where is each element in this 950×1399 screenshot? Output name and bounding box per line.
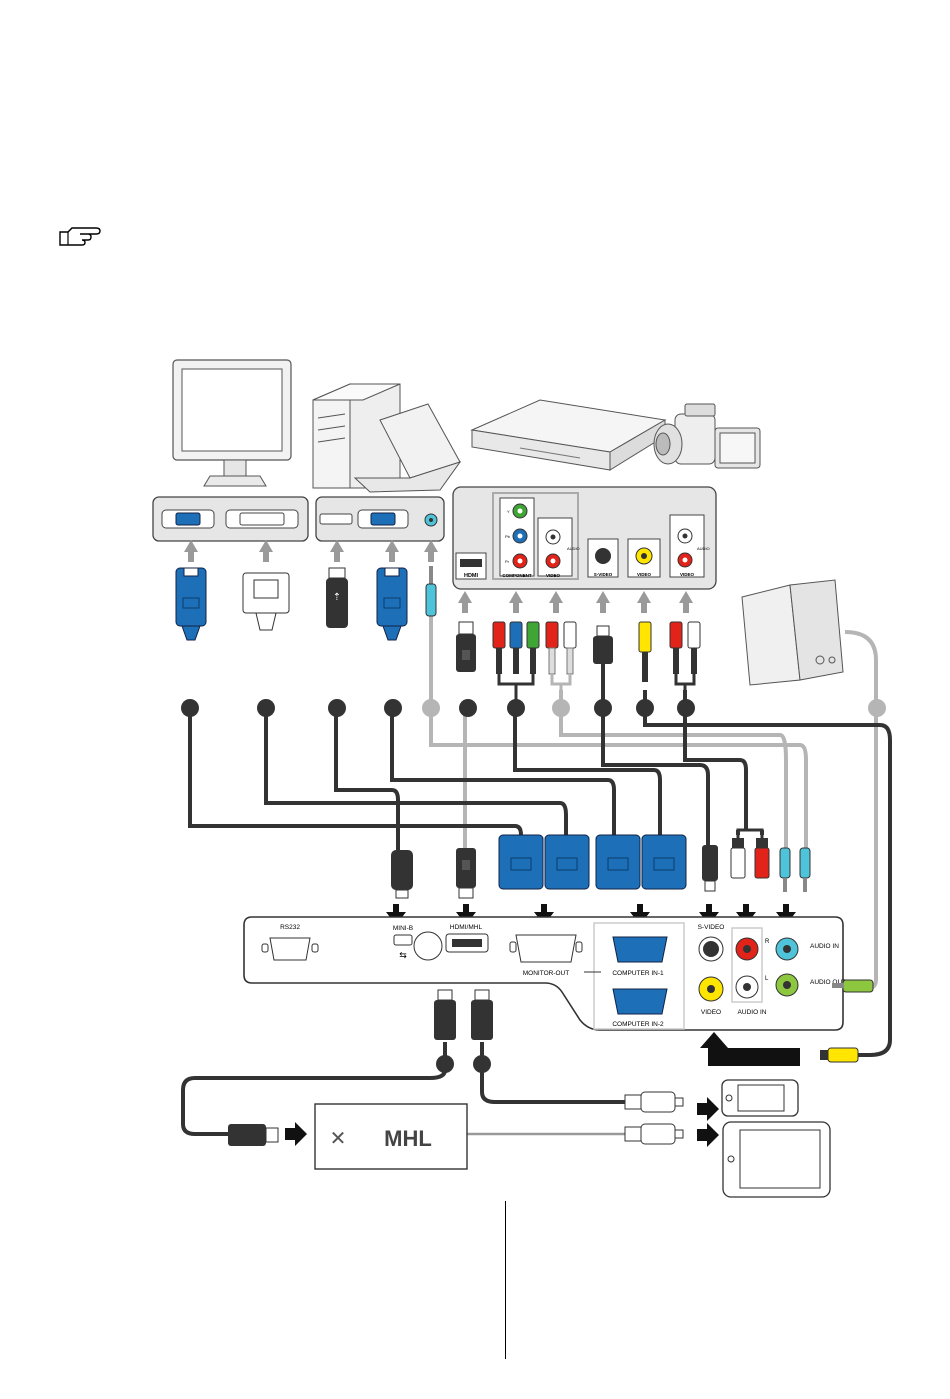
hdmi-plug-left <box>228 1124 278 1146</box>
dvi-connector <box>243 573 289 630</box>
src-video-label: VIDEO <box>546 573 561 578</box>
video-out-plug <box>820 1048 858 1062</box>
speakers-device <box>742 580 843 685</box>
vga-connector-computer <box>377 568 407 640</box>
mhl-adapter: ✕ MHL <box>315 1104 467 1169</box>
audio-in-label: AUDIO IN <box>738 1009 767 1016</box>
mini-usb-connector <box>391 850 413 898</box>
r-label: R <box>765 939 770 945</box>
computer-port-panel <box>316 497 444 541</box>
comp-pb-label: Pb <box>505 534 511 539</box>
rs232-label: RS232 <box>280 924 300 931</box>
camcorder-device <box>654 404 760 468</box>
mhl-logo-text: MHL <box>384 1126 432 1151</box>
svg-text:⇆: ⇆ <box>399 950 407 960</box>
src-audio2-label: AUDIO <box>697 546 710 551</box>
monitor-port-panel <box>153 497 308 541</box>
audio-rca-connectors-projector <box>731 830 769 878</box>
src-hdmi-label: HDMI <box>464 573 479 579</box>
audio-rca-connectors-1 <box>546 622 576 700</box>
micro-usb-plugs <box>625 1092 683 1144</box>
hdmi-connector-projector <box>456 848 476 898</box>
hdmi-connectors-mhl <box>434 990 493 1040</box>
vga-connectors-projector <box>499 835 686 889</box>
comp-pr-label: Pr <box>505 559 510 564</box>
video-label: VIDEO <box>701 1009 721 1016</box>
mini-b-label: MINI-B <box>393 925 413 932</box>
usb-connector: ⇡ <box>326 568 348 628</box>
vga-connector-monitor <box>176 568 206 640</box>
src-audio-label: AUDIO <box>567 546 580 551</box>
computer-in-1-label: COMPUTER IN-1 <box>612 970 664 977</box>
monitor-device <box>173 360 291 486</box>
smartphone-device <box>722 1080 798 1116</box>
svg-text:⇡: ⇡ <box>333 592 341 603</box>
audio-jack-connectors-projector <box>780 848 810 892</box>
src-video2-label: VIDEO <box>637 572 652 577</box>
hdmi-connector-source <box>456 622 476 672</box>
src-svideo-label: S-VIDEO <box>594 572 613 577</box>
svideo-connector-projector <box>702 845 718 891</box>
audio-in-right-label: AUDIO IN <box>810 943 839 950</box>
audio-rca-connectors-2 <box>670 622 700 700</box>
svideo-label: S-VIDEO <box>698 924 725 931</box>
pc-tower-device <box>313 384 400 488</box>
monitor-out-label: MONITOR-OUT <box>523 970 569 977</box>
src-video3-label: VIDEO <box>680 572 695 577</box>
comp-y-label: Y <box>507 509 510 514</box>
src-component-label: COMPONENT <box>502 573 532 578</box>
column-divider <box>505 1201 506 1359</box>
hdmi-mhl-label: HDMI/MHL <box>450 924 483 931</box>
audio-jack-connector <box>426 566 436 616</box>
projector-port-panel: RS232 MINI-B ⇆ HDMI/MHL MONITOR-OUT COMP… <box>244 917 846 1030</box>
svg-text:✕: ✕ <box>330 1128 347 1150</box>
svideo-connector-source <box>593 626 613 664</box>
computer-in-2-label: COMPUTER IN-2 <box>612 1021 664 1028</box>
dvd-player-device <box>472 400 665 470</box>
video-rca-connector-source <box>639 622 651 682</box>
component-rca-connectors <box>493 622 539 700</box>
av-source-port-panel: HDMI Y Pb Pr COMPONENT AUDIO VIDEO S-VID… <box>453 487 716 589</box>
tablet-device <box>723 1122 830 1197</box>
